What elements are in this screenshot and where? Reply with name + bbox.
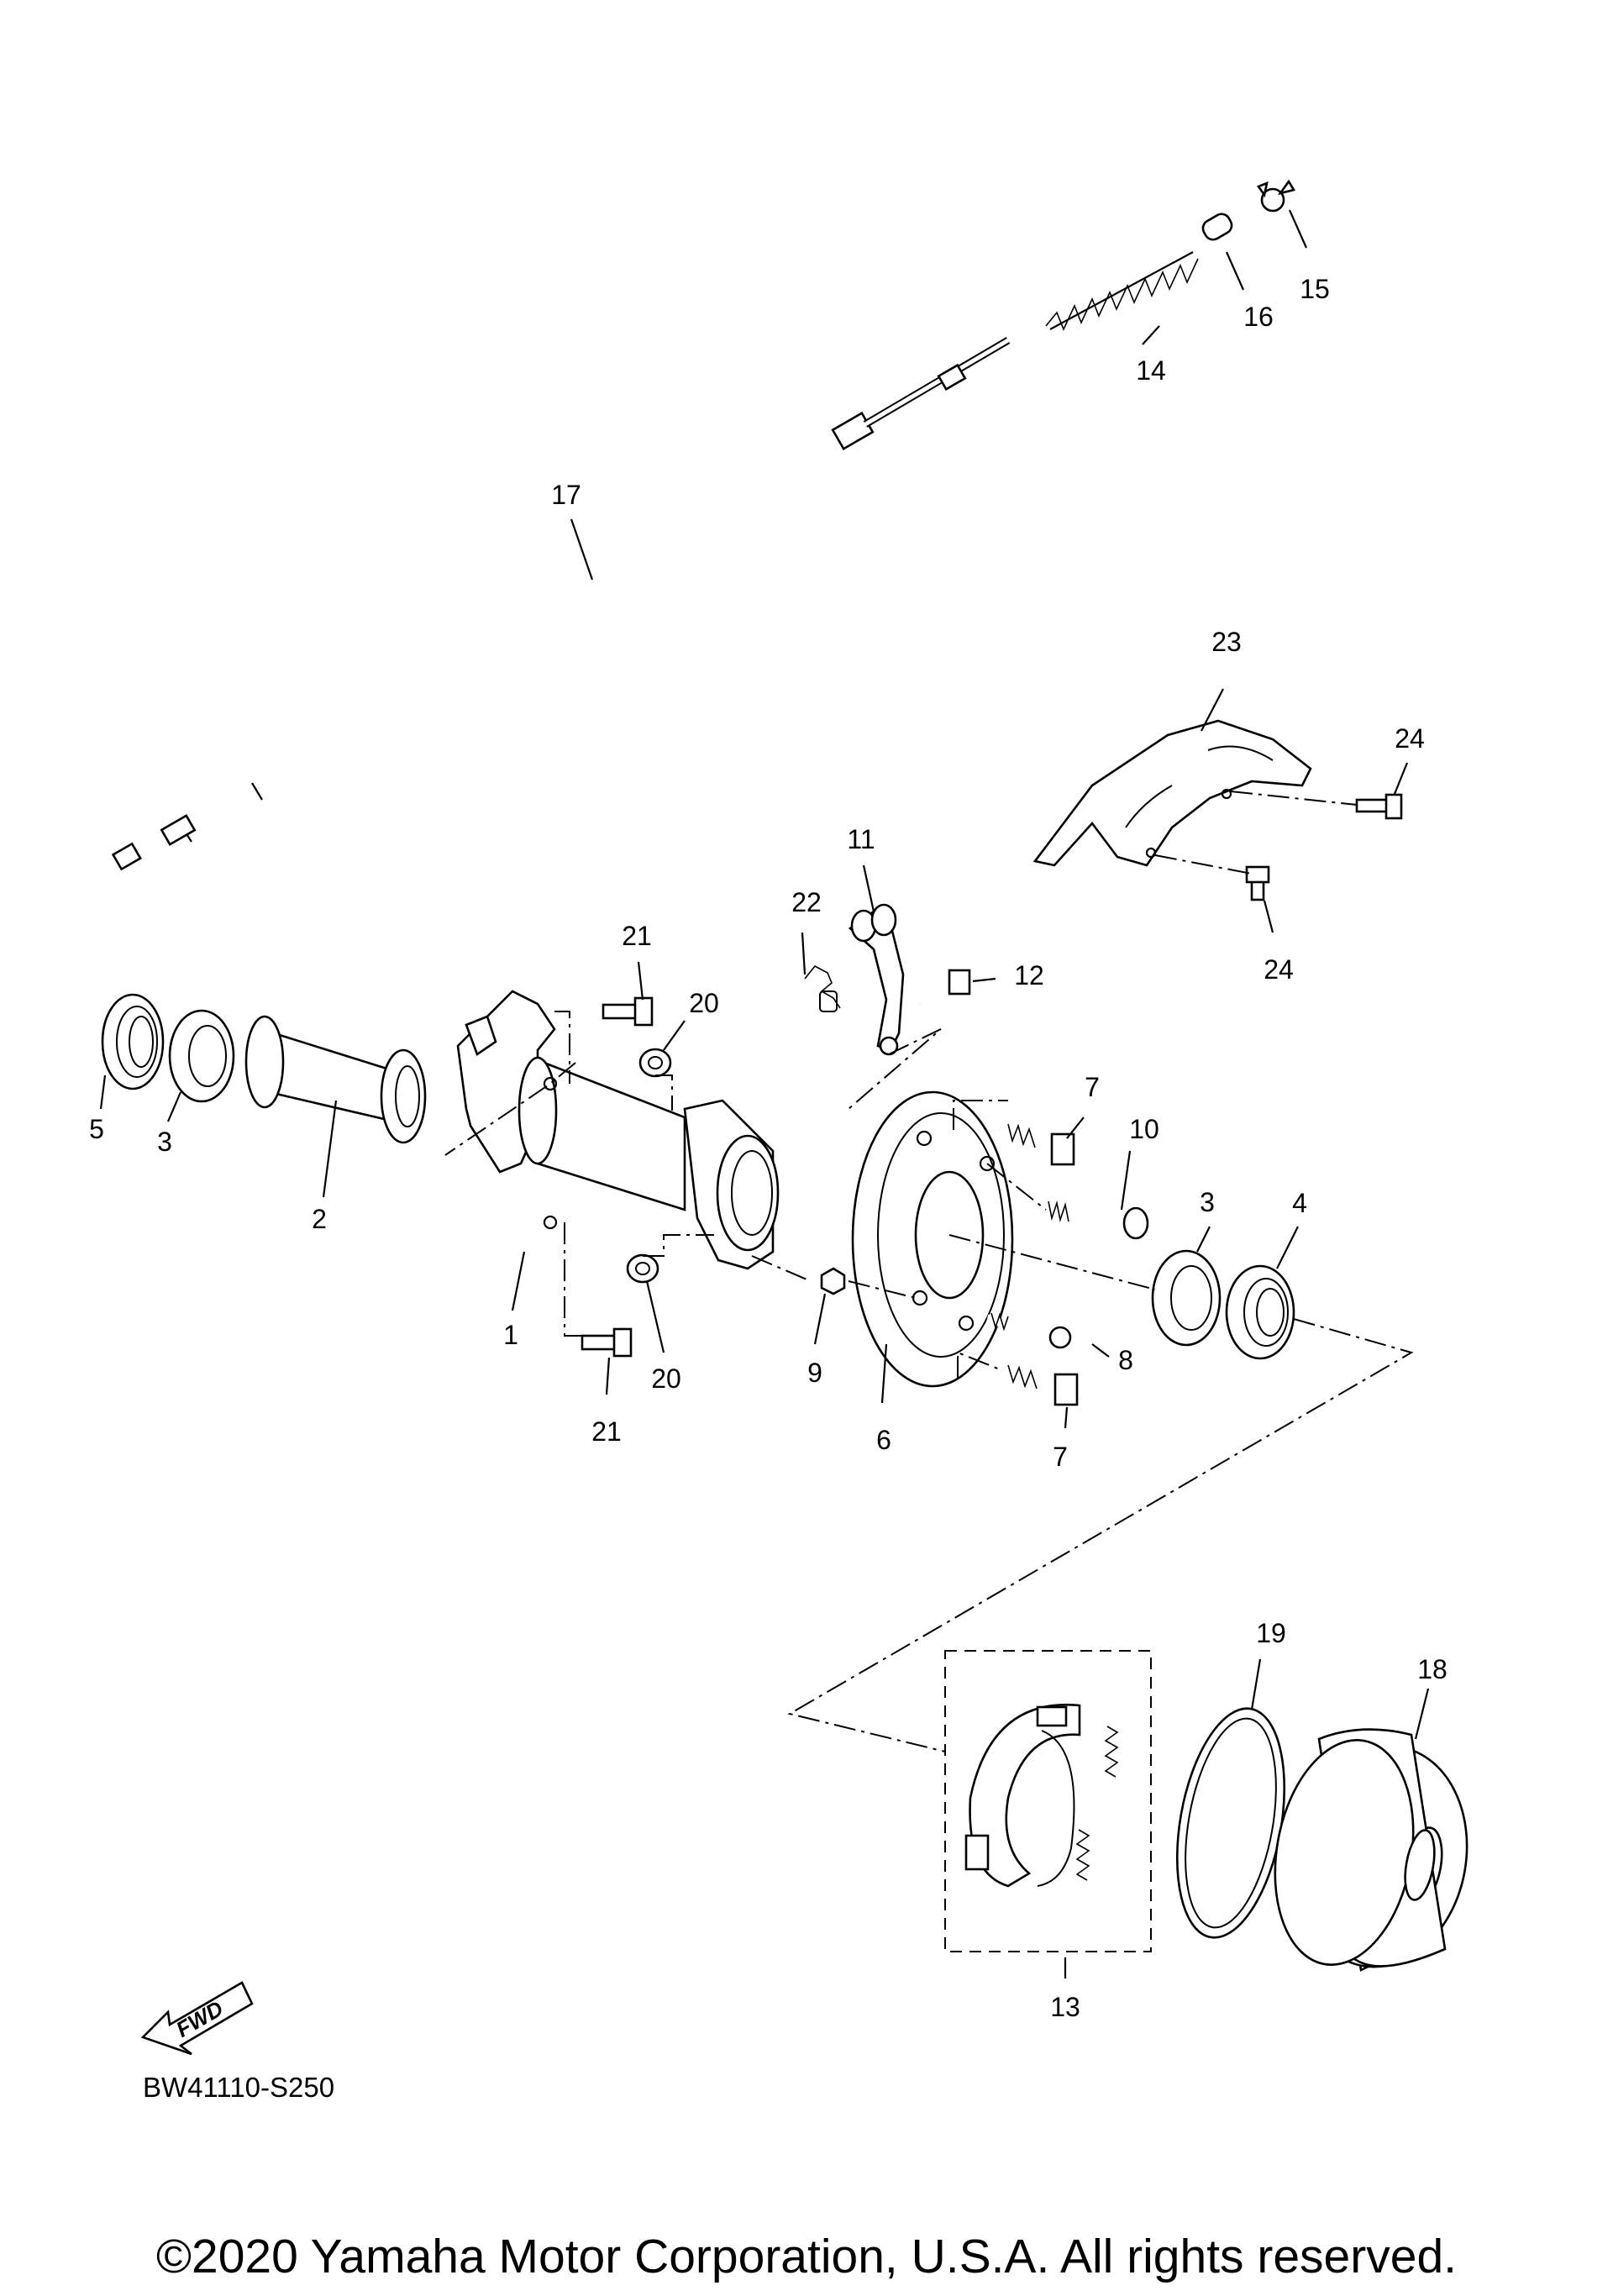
callout-5: 5 [89,1114,104,1144]
part-17-brake-cable [111,337,1011,871]
callout-14: 14 [1136,355,1166,386]
part-10-camshaft [1044,1200,1149,1240]
callout-9: 9 [807,1358,822,1388]
part-23-brake-cover [1032,719,1312,867]
part-7-bolt-upper [997,1123,1075,1166]
callout-7-lower: 7 [1053,1442,1068,1472]
part-3-bearing-right [1151,1249,1222,1347]
fwd-arrow-icon: FWD [140,1981,254,2056]
part-1-hub-housing [456,990,780,1270]
callout-13: 13 [1050,1992,1080,2022]
leader-lines [99,209,1430,1978]
part-15-adjusting-nut [1256,179,1296,213]
callout-10: 10 [1129,1114,1159,1144]
callout-8: 8 [1118,1345,1133,1375]
callout-3-left: 3 [157,1127,172,1157]
part-8-pin [985,1312,1072,1349]
part-4-oil-seal [1225,1264,1295,1360]
callout-15: 15 [1300,274,1330,304]
callout-22: 22 [791,887,822,917]
part-20-collar-lower [626,1253,659,1284]
callout-23: 23 [1211,627,1242,657]
part-12-bolt [918,969,971,1006]
callout-3-right: 3 [1200,1187,1215,1217]
callout-24-lower: 24 [1264,954,1294,985]
part-2-axle-spacer [244,1015,427,1144]
part-9-nut [820,1267,846,1295]
part-21-bolt-lower [581,1327,633,1358]
part-3-bearing-left [168,1009,235,1103]
callout-6: 6 [876,1425,891,1455]
callout-21-lower: 21 [591,1416,622,1447]
callout-19: 19 [1256,1618,1286,1648]
part-11-camshaft-lever [848,903,905,1056]
callout-2: 2 [312,1204,327,1234]
callout-21-upper: 21 [622,921,652,951]
callout-labels: 17 14 16 15 23 24 24 11 22 12 21 20 5 3 … [89,274,1447,2022]
part-22-torsion-spring [804,964,841,1012]
callout-17: 17 [551,480,581,510]
callout-16: 16 [1243,302,1274,332]
callout-1: 1 [503,1320,518,1350]
callout-18: 18 [1417,1654,1447,1684]
part-14-spring [1045,251,1199,332]
part-20-collar-upper [638,1048,672,1078]
callout-11: 11 [847,824,875,854]
copyright-notice: ©2020 Yamaha Motor Corporation, U.S.A. A… [156,2230,1457,2283]
part-16-collar [1201,213,1233,241]
alignment-lines [444,791,1414,1752]
callout-20-upper: 20 [689,988,719,1018]
callout-20-lower: 20 [651,1363,681,1394]
diagram-code: BW41110-S250 [143,2072,334,2103]
part-24-bolt-upper [1355,793,1403,820]
part-7-bolt-lower [999,1364,1079,1406]
part-5-oil-seal [101,993,165,1090]
callout-24-upper: 24 [1395,723,1425,754]
part-18-brake-drum [1274,1728,1469,1972]
part-13-brake-shoe-kit [944,1650,1152,1952]
callout-7-upper: 7 [1085,1072,1100,1102]
part-24-bolt-lower [1245,865,1270,901]
part-21-bolt-upper [602,996,654,1027]
part-6-brake-shoe-plate [851,1090,1014,1388]
callout-4: 4 [1292,1188,1307,1218]
callout-12: 12 [1014,960,1044,990]
